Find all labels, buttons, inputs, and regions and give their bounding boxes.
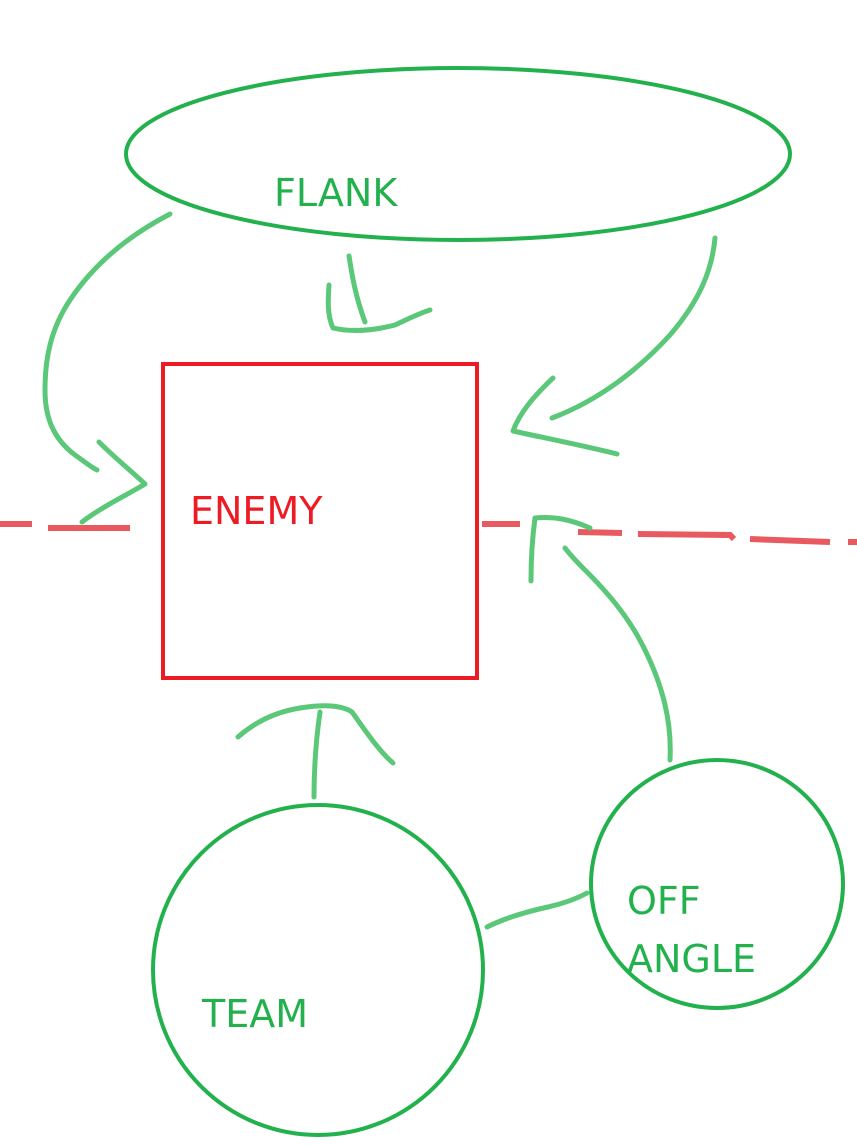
team-circle [151,803,485,1137]
enemy-box [161,362,479,680]
boundary-line [0,521,857,545]
off-angle-arrow [528,515,673,763]
off-angle-circle [589,758,845,1010]
team-label: TEAM [201,992,308,1036]
off-angle-label-line2: ANGLE [627,937,756,981]
flank-center-arrow [325,253,433,333]
flank-label: FLANK [274,171,398,215]
team-off-angle-link [484,890,590,930]
flank-left-arrow [42,211,173,525]
team-arrow [235,703,396,800]
enemy-label: ENEMY [190,489,323,533]
off-angle-label-line1: OFF [627,879,701,923]
flank-right-arrow [510,235,718,457]
flank-ellipse [124,66,792,242]
